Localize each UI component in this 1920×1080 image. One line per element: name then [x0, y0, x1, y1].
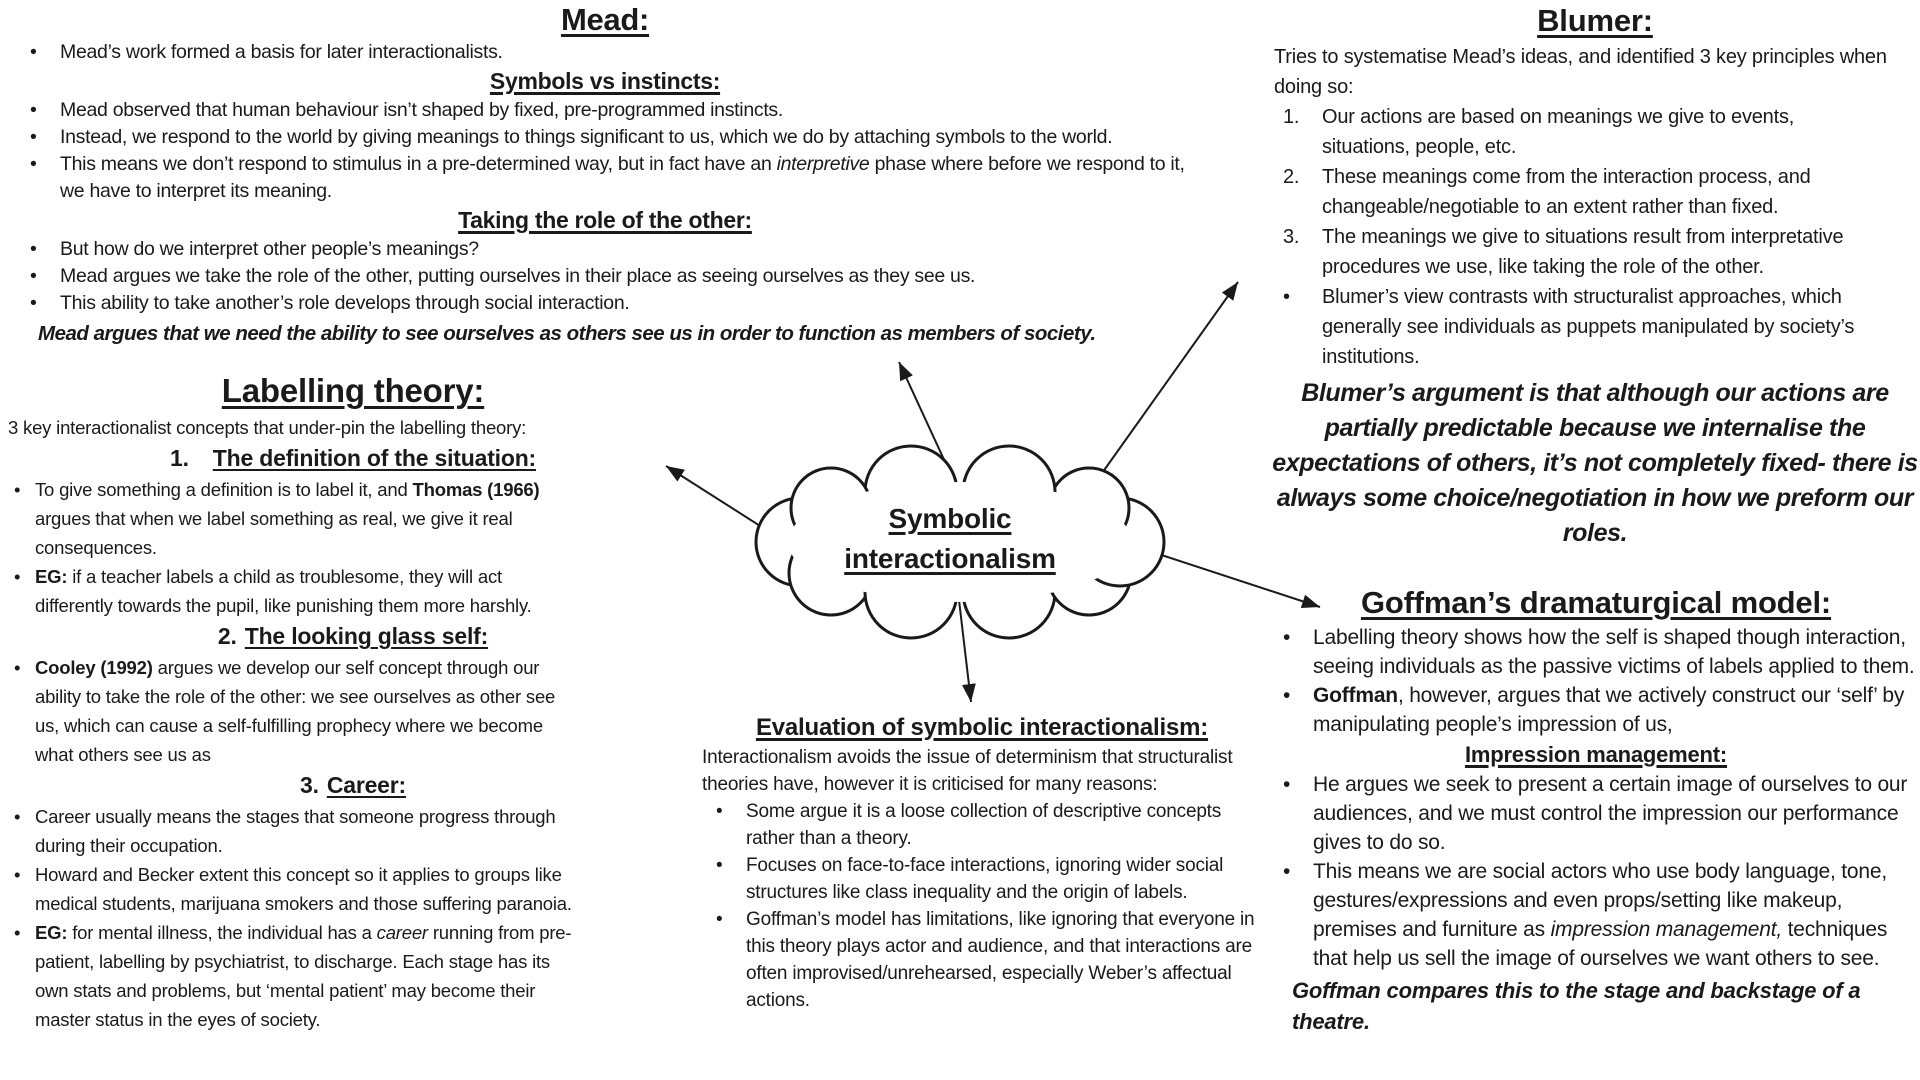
labelling-intro: 3 key interactionalist concepts that und… [8, 417, 527, 438]
list-item: EG: if a teacher labels a child as troub… [8, 562, 583, 620]
arrow-to-evaluation [958, 599, 976, 703]
list-item: Cooley (1992) argues we develop our self… [8, 653, 583, 769]
labelling-theory-section: Labelling theory: 3 key interactionalist… [8, 374, 583, 1034]
list-item: •Blumer’s view contrasts with structural… [1283, 286, 1855, 368]
goffman-section: Goffman’s dramaturgical model: Labelling… [1270, 585, 1920, 1037]
list-item: 3.The meanings we give to situations res… [1283, 226, 1844, 278]
central-topic-line1: Symbolic [888, 503, 1012, 534]
list-item: Labelling theory shows how the self is s… [1270, 623, 1920, 681]
list-item: EG: for mental illness, the individual h… [8, 918, 583, 1034]
central-topic-cloud: Symbolic interactionalism [795, 499, 1105, 579]
impression-management-heading: Impression management: [1464, 742, 1728, 767]
list-item: To give something a definition is to lab… [8, 475, 583, 562]
goffman-key-statement: Goffman compares this to the stage and b… [1292, 978, 1861, 1034]
career-heading: 3.Career: [300, 772, 406, 798]
goffman-title: Goffman’s dramaturgical model: [1361, 585, 1831, 620]
mead-key-statement: Mead argues that we need the ability to … [38, 322, 1096, 345]
symbols-vs-instincts-heading: Symbols vs instincts: [489, 68, 721, 94]
list-item: This means we are social actors who use … [1270, 857, 1920, 973]
taking-role-heading: Taking the role of the other: [458, 207, 752, 233]
list-item: Focuses on face-to-face interactions, ig… [702, 852, 1267, 906]
list-item: 1.Our actions are based on meanings we g… [1283, 106, 1795, 158]
definition-of-situation-heading: 1.The definition of the situation: [169, 445, 537, 471]
arrow-to-mead [898, 361, 959, 491]
blumer-intro: Tries to systematise Mead’s ideas, and i… [1274, 46, 1887, 98]
list-item: This ability to take another’s role deve… [12, 290, 1198, 317]
mead-section: Mead: Mead’s work formed a basis for lat… [12, 2, 1198, 347]
list-item: Howard and Becker extent this concept so… [8, 860, 583, 918]
arrow-to-labelling [665, 465, 791, 546]
labelling-theory-title: Labelling theory: [221, 372, 485, 409]
list-item: Some argue it is a loose collection of d… [702, 798, 1267, 852]
list-item: Mead argues we take the role of the othe… [12, 263, 1198, 290]
blumer-title: Blumer: [1537, 3, 1653, 38]
list-item: He argues we seek to present a certain i… [1270, 770, 1920, 857]
list-item: Mead’s work formed a basis for later int… [12, 39, 1198, 66]
evaluation-title: Evaluation of symbolic interactionalism: [755, 714, 1209, 741]
evaluation-intro: Interactionalism avoids the issue of det… [702, 747, 1233, 795]
list-item: But how do we interpret other people’s m… [12, 236, 1198, 263]
list-item: This means we don’t respond to stimulus … [12, 151, 1198, 205]
blumer-key-statement: Blumer’s argument is that although our a… [1272, 379, 1918, 547]
list-item: Career usually means the stages that som… [8, 802, 583, 860]
list-item: Instead, we respond to the world by givi… [12, 124, 1198, 151]
list-item: Goffman, however, argues that we activel… [1270, 681, 1920, 739]
blumer-section: Blumer: Tries to systematise Mead’s idea… [1270, 3, 1920, 551]
list-item: 2.These meanings come from the interacti… [1283, 166, 1811, 218]
central-topic-line2: interactionalism [844, 543, 1056, 574]
list-item: Mead observed that human behaviour isn’t… [12, 97, 1198, 124]
looking-glass-self-heading: 2.The looking glass self: [217, 623, 489, 649]
evaluation-section: Evaluation of symbolic interactionalism:… [702, 714, 1282, 1014]
mead-title: Mead: [560, 2, 650, 37]
list-item: Goffman’s model has limitations, like ig… [702, 906, 1267, 1014]
